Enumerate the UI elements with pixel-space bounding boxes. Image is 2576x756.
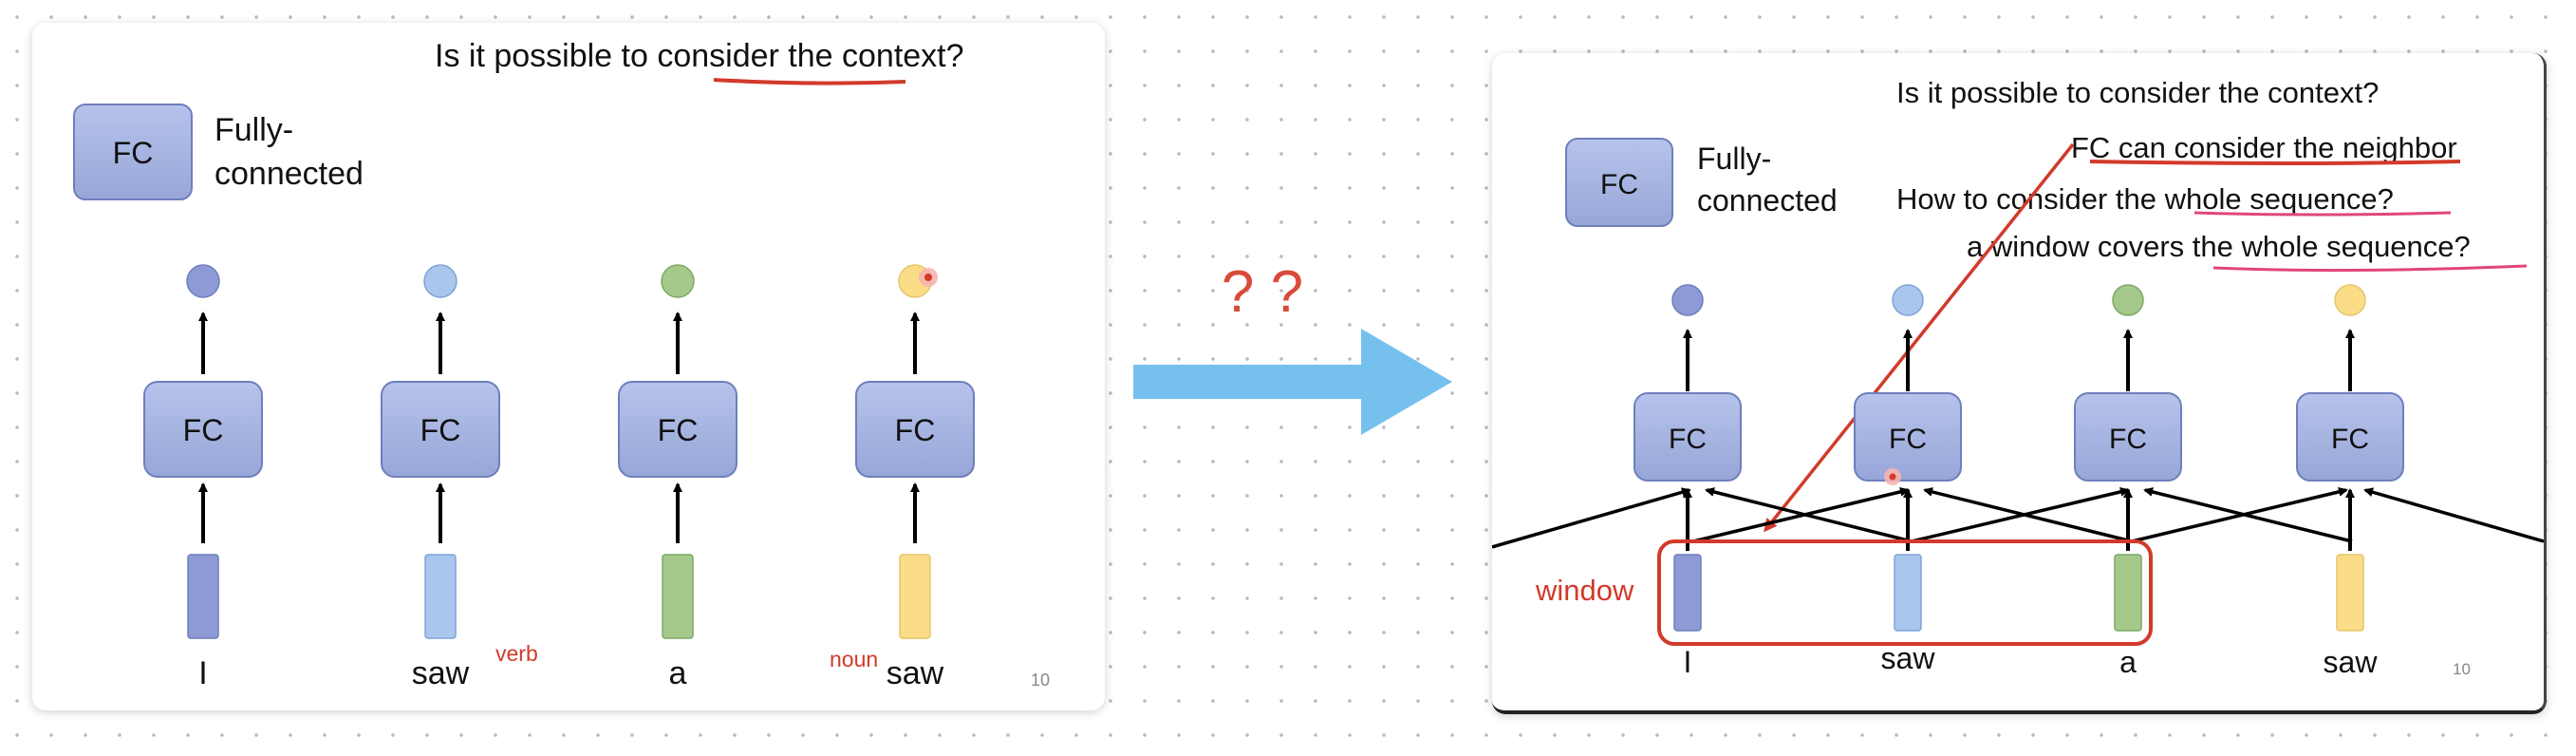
word-label: a: [669, 655, 687, 691]
question-marks: ? ?: [1222, 259, 1303, 325]
middle-transition: ? ?: [1120, 247, 1481, 456]
fc-box: [2296, 392, 2404, 482]
word-vector: [187, 554, 219, 639]
word-label: saw: [1881, 641, 1936, 675]
output-node: [661, 264, 695, 298]
left-slide: Is it possible to consider the context? …: [32, 23, 1105, 710]
cross-connections: [1492, 486, 2544, 549]
right-line-whole-sequence: How to consider the whole sequence?: [1896, 182, 2394, 216]
output-node: [2112, 284, 2144, 316]
word-vector: [2336, 554, 2364, 632]
pointer-dot-icon: [1889, 473, 1896, 481]
verb-annotation: verb: [495, 641, 538, 666]
left-slide-title: Is it possible to consider the context?: [435, 38, 964, 74]
noun-annotation: noun: [830, 647, 878, 671]
word-vector: [424, 554, 457, 639]
window-label: window: [1535, 574, 1634, 607]
legend-text-line1: Fully-: [215, 112, 293, 148]
word-label: saw: [2324, 645, 2379, 679]
fc-label: FC: [420, 413, 461, 447]
output-node: [186, 264, 220, 298]
window-underline-annotation: [2212, 264, 2528, 273]
fc-box: [618, 381, 737, 478]
word-label: I: [1684, 645, 1692, 679]
legend-text-line2: connected: [1697, 183, 1838, 217]
fc-label: FC: [658, 413, 699, 447]
right-line-window: a window covers the whole sequence?: [1967, 230, 2471, 263]
fc-box: [1854, 392, 1962, 482]
word-label: saw: [412, 655, 470, 691]
neighbor-underline-annotation: [2089, 160, 2461, 165]
output-node: [423, 264, 457, 298]
fc-box: [1633, 392, 1742, 482]
fc-label: FC: [2109, 424, 2147, 455]
fc-label: FC: [183, 413, 224, 447]
transition-arrow-icon: [1133, 329, 1452, 435]
fc-box: [143, 381, 263, 478]
whole-sequence-underline-annotation: [2193, 211, 2452, 217]
word-label: saw: [887, 655, 944, 691]
right-slide-canvas: Is it possible to consider the context? …: [1492, 76, 2544, 679]
pointer-dot-icon: [924, 274, 932, 281]
word-vector: [1894, 554, 1922, 632]
word-label: a: [2119, 645, 2137, 679]
legend-fc-label: FC: [1600, 169, 1638, 200]
title-underline-annotation: [713, 78, 906, 85]
fc-box: [381, 381, 500, 478]
word-vector: [2114, 554, 2142, 632]
output-node: [2334, 284, 2366, 316]
right-slide: Is it possible to consider the context? …: [1492, 53, 2547, 714]
output-node: [1892, 284, 1924, 316]
page-number: 10: [1031, 671, 1050, 690]
fc-label: FC: [2331, 424, 2369, 455]
legend-text-line1: Fully-: [1697, 142, 1771, 176]
window-box-annotation: [1657, 539, 2153, 646]
fc-box: [855, 381, 975, 478]
legend-fc-box: [1565, 138, 1673, 227]
fc-label: FC: [1669, 424, 1707, 455]
word-vector: [1673, 554, 1702, 632]
legend-text-line2: connected: [215, 156, 364, 192]
right-line-question: Is it possible to consider the context?: [1896, 76, 2379, 109]
output-node: [1671, 284, 1704, 316]
word-vector: [899, 554, 931, 639]
fc-label: FC: [895, 413, 936, 447]
fc-label: FC: [1889, 424, 1927, 455]
left-slide-canvas: Is it possible to consider the context? …: [73, 38, 1050, 691]
legend-fc-box: [73, 104, 193, 200]
fc-box: [2074, 392, 2182, 482]
word-vector: [662, 554, 694, 639]
word-label: I: [198, 655, 207, 691]
page-number: 10: [2453, 660, 2471, 678]
legend-fc-label: FC: [113, 136, 154, 170]
annotation-pointer-arrow: [1764, 142, 2075, 533]
right-line-neighbor: FC can consider the neighbor: [2071, 131, 2457, 164]
